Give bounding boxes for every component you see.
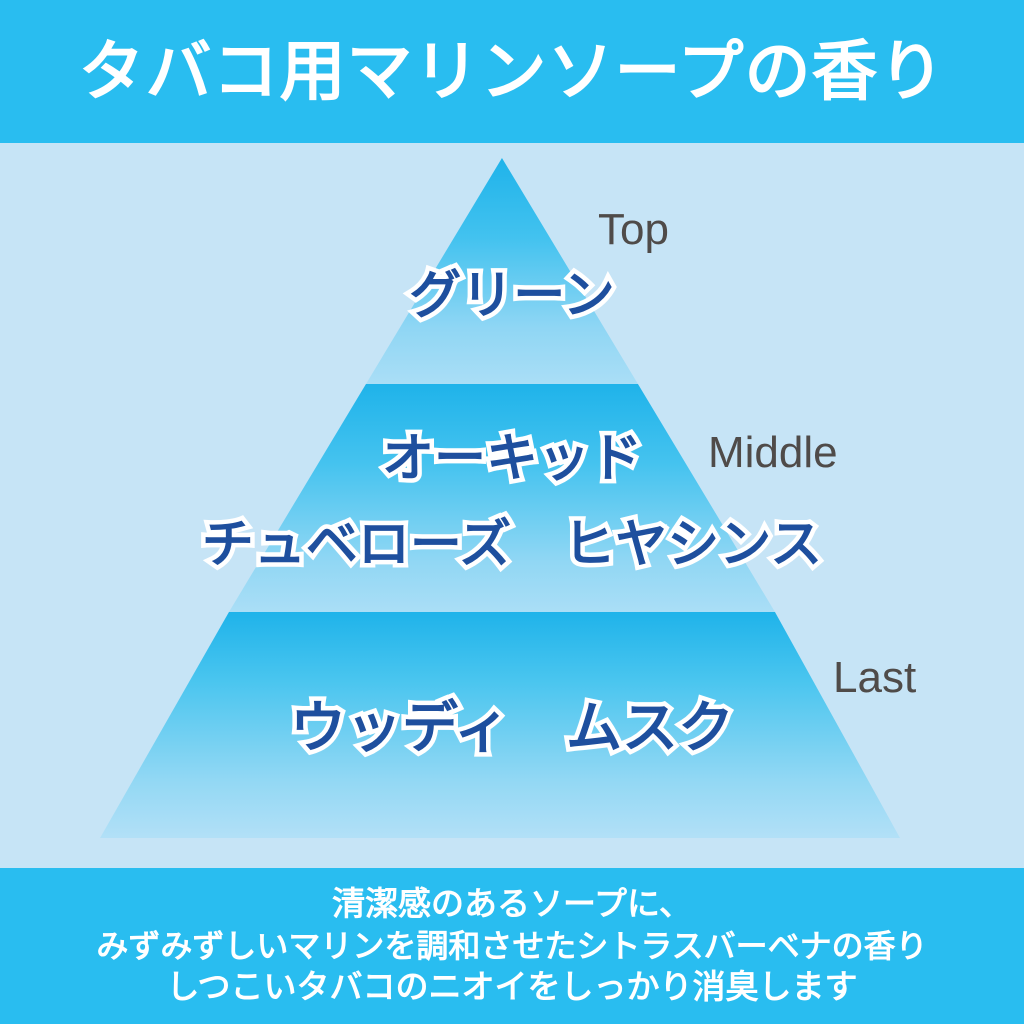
footer-line-2: みずみずしいマリンを調和させたシトラスバーベナの香り [96,926,928,965]
note-middle-tuberose-hyacinth: チュベローズ ヒヤシンス [197,515,826,576]
pyramid-stage: Top Middle Last グリーン オーキッド チュベローズ ヒヤシンス … [0,143,1024,868]
stage-label-middle: Middle [708,428,838,477]
note-middle-orchid: オーキッド [377,429,646,490]
stage-label-last: Last [833,653,917,702]
footer-line-3: しつこいタバコのニオイをしっかり消臭します [166,967,858,1007]
fragrance-pyramid-graphic [0,143,1024,868]
stage-label-top: Top [598,205,669,254]
pyramid-band-last [100,612,900,838]
note-top-green: グリーン [405,266,619,327]
footer-line-1: 清潔感のあるソープに、 [331,884,693,924]
footer-band: 清潔感のあるソープに、 みずみずしいマリンを調和させたシトラスバーベナの香り し… [0,868,1024,1024]
pyramid-band-middle [228,384,775,612]
page-title: タバコ用マリンソープの香り [78,32,946,110]
header-band: タバコ用マリンソープの香り [0,0,1024,143]
note-last-woody-musk: ウッディ ムスク [285,696,738,761]
